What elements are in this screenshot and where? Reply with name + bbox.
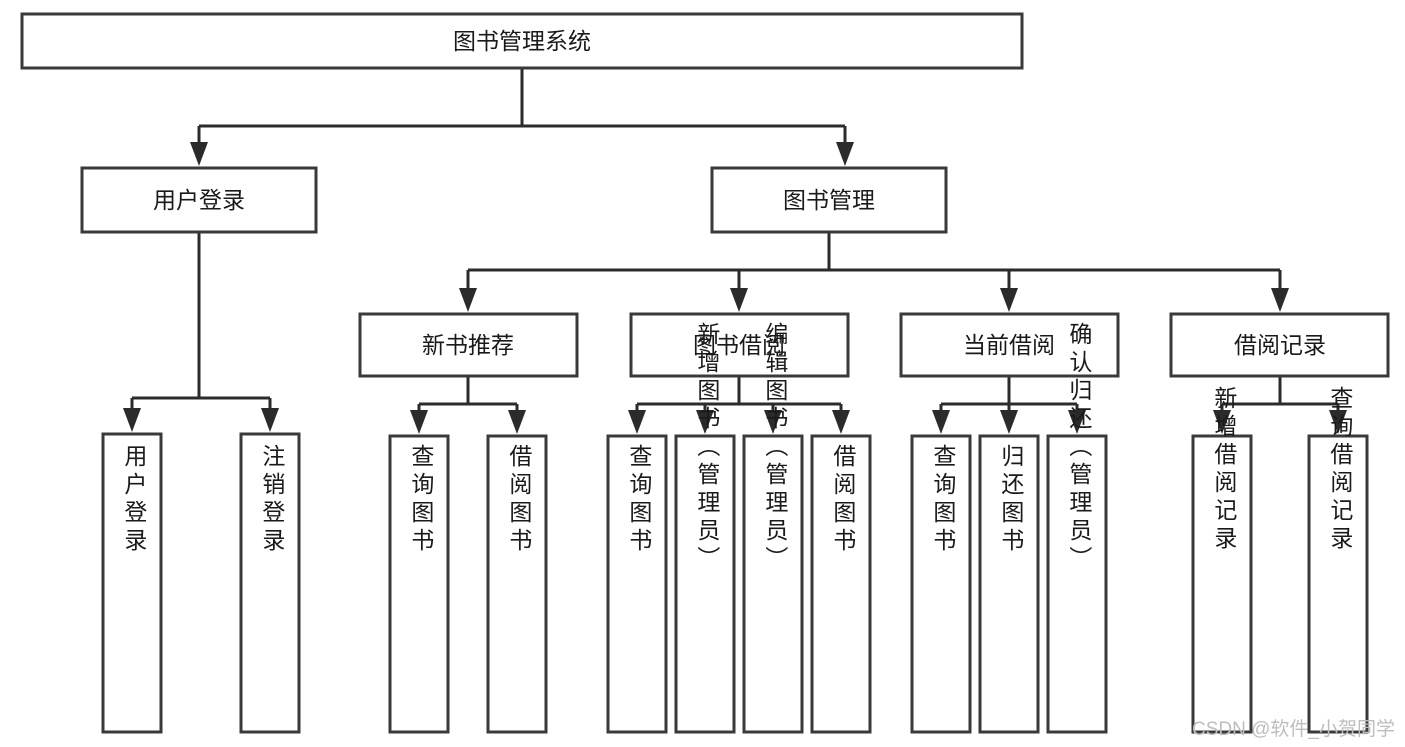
arrow-icon	[1000, 288, 1018, 312]
node-leaf-logout[interactable]: 注销登录	[239, 432, 301, 734]
node-leaf-add-book-admin[interactable]: 新增图书（管理员）	[674, 322, 736, 734]
node-leaf-add-borrow-record-label: 新增借阅记录	[1211, 386, 1238, 554]
node-leaf-query-borrow-record-label: 查询借阅记录	[1327, 386, 1354, 554]
arrow-icon	[459, 288, 477, 312]
arrow-icon	[1000, 410, 1018, 434]
connector-root-to-level1	[190, 68, 854, 166]
node-user-login[interactable]: 用户登录	[80, 166, 318, 234]
node-book-management-label: 图书管理	[783, 187, 875, 213]
node-leaf-user-login-label: 用户登录	[121, 444, 148, 556]
node-user-login-label: 用户登录	[153, 187, 245, 213]
node-book-borrow-label: 图书借阅	[693, 332, 785, 358]
node-leaf-query-book-current-label: 查询图书	[930, 444, 957, 556]
arrow-icon	[123, 408, 141, 432]
arrow-icon	[628, 410, 646, 434]
node-leaf-borrow-book-label: 借阅图书	[830, 444, 857, 556]
node-leaf-confirm-return-admin-label: 确认归还（管理员）	[1066, 322, 1093, 574]
arrow-icon	[1271, 288, 1289, 312]
node-borrow-records-label: 借阅记录	[1234, 332, 1326, 358]
node-leaf-add-borrow-record[interactable]: 新增借阅记录	[1191, 386, 1253, 734]
connector-currentborrow-to-leaves	[932, 376, 1086, 434]
node-leaf-edit-book-admin[interactable]: 编辑图书（管理员）	[742, 322, 804, 734]
connector-borrowrecords-to-leaves	[1213, 376, 1347, 434]
node-new-book-recommend-label: 新书推荐	[422, 332, 514, 358]
arrow-icon	[508, 410, 526, 434]
arrow-icon	[730, 288, 748, 312]
node-borrow-records[interactable]: 借阅记录	[1169, 312, 1390, 378]
connector-bookmgmt-to-level2	[459, 232, 1289, 312]
arrow-icon	[261, 408, 279, 432]
connector-bookborrow-to-leaves	[628, 376, 850, 434]
arrow-icon	[190, 142, 208, 166]
arrow-icon	[410, 410, 428, 434]
node-leaf-logout-label: 注销登录	[259, 444, 286, 556]
node-leaf-borrow-book-recommend[interactable]: 借阅图书	[486, 434, 548, 734]
node-root-label: 图书管理系统	[453, 28, 591, 54]
arrow-icon	[832, 410, 850, 434]
node-leaf-query-book-borrow[interactable]: 查询图书	[606, 434, 668, 734]
node-leaf-user-login[interactable]: 用户登录	[101, 432, 163, 734]
node-root-book-management-system[interactable]: 图书管理系统	[20, 12, 1024, 70]
node-leaf-query-book-current[interactable]: 查询图书	[910, 434, 972, 734]
node-leaf-borrow-book[interactable]: 借阅图书	[810, 434, 872, 734]
node-leaf-add-book-admin-label: 新增图书（管理员）	[694, 322, 721, 574]
node-leaf-query-book-borrow-label: 查询图书	[626, 444, 653, 556]
node-leaf-return-book-label: 归还图书	[998, 444, 1025, 556]
node-current-borrow-label: 当前借阅	[963, 332, 1055, 358]
node-book-management[interactable]: 图书管理	[710, 166, 948, 234]
arrow-icon	[932, 410, 950, 434]
connector-userlogin-to-leaves	[123, 232, 279, 432]
node-new-book-recommend[interactable]: 新书推荐	[358, 312, 579, 378]
node-leaf-query-book-recommend-label: 查询图书	[408, 444, 435, 556]
connector-newbook-to-leaves	[410, 376, 526, 434]
node-leaf-query-borrow-record[interactable]: 查询借阅记录	[1307, 386, 1369, 734]
node-leaf-borrow-book-recommend-label: 借阅图书	[506, 444, 533, 556]
node-leaf-return-book[interactable]: 归还图书	[978, 434, 1040, 734]
arrow-icon	[836, 142, 854, 166]
node-current-borrow[interactable]: 当前借阅	[899, 312, 1120, 378]
node-leaf-edit-book-admin-label: 编辑图书（管理员）	[762, 322, 789, 574]
node-leaf-query-book-recommend[interactable]: 查询图书	[388, 434, 450, 734]
node-book-borrow[interactable]: 图书借阅	[629, 312, 850, 378]
node-leaf-confirm-return-admin[interactable]: 确认归还（管理员）	[1046, 322, 1108, 734]
